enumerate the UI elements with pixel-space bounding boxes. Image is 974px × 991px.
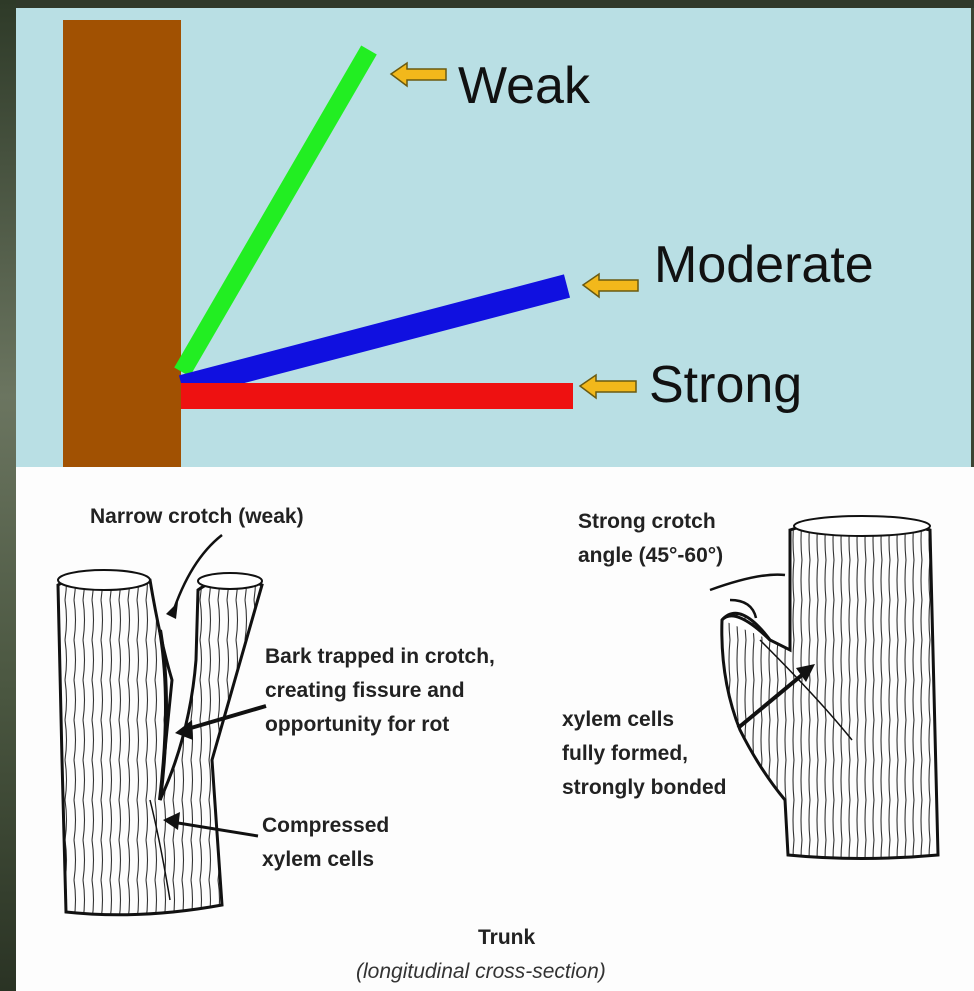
trunk-subtitle: (longitudinal cross-section) <box>356 960 606 984</box>
xylem-formed-label: xylem cells fully formed, strongly bonde… <box>562 703 727 805</box>
narrow-crotch-label: Narrow crotch (weak) <box>90 500 304 534</box>
strong-crotch-trunk <box>722 516 938 859</box>
compressed-xylem-label: Compressed xylem cells <box>262 809 389 877</box>
narrow-crotch-trunk <box>58 570 262 915</box>
strong-angle-label: Strong crotch angle (45°-60°) <box>578 505 723 573</box>
narrow-crotch-arrow-icon <box>166 602 178 619</box>
bark-trapped-label: Bark trapped in crotch, creating fissure… <box>265 640 495 742</box>
trunk-title: Trunk <box>478 921 535 955</box>
strong-angle-pointer <box>710 575 785 618</box>
